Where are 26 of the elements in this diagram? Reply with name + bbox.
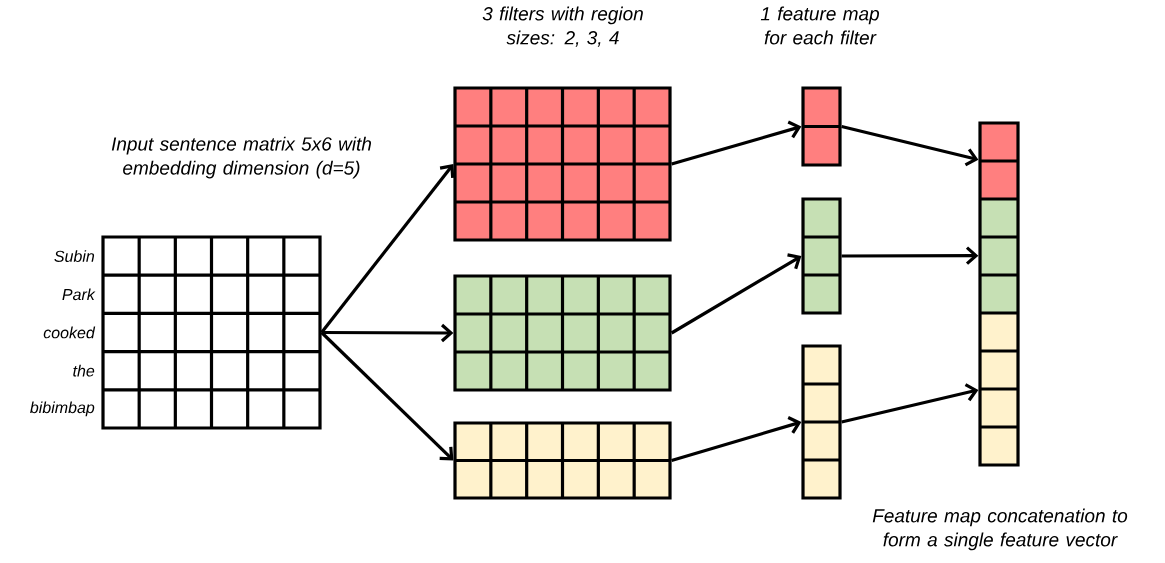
arrow xyxy=(671,416,802,463)
arrow xyxy=(320,164,455,334)
column-heading: 3 filters with region sizes: 2, 3, 4 xyxy=(482,6,643,47)
feature-map xyxy=(801,197,842,315)
row-word: cooked xyxy=(43,326,96,339)
feature-vector xyxy=(978,121,1020,467)
arrow xyxy=(841,246,979,265)
filter-grid xyxy=(453,421,672,500)
arrow xyxy=(841,383,979,424)
arrow xyxy=(670,253,802,335)
column-heading: 1 feature map for each filter xyxy=(760,6,880,45)
row-word: Subin xyxy=(54,250,95,262)
row-word: bibimbap xyxy=(30,401,95,417)
row-word: the xyxy=(73,364,95,377)
arrow xyxy=(320,331,454,461)
arrow xyxy=(841,124,979,167)
row-word: Park xyxy=(62,288,96,301)
word-matrix xyxy=(101,235,322,430)
feature-map xyxy=(801,86,842,167)
vector-caption: Feature map concatenation to form a single feature vector xyxy=(872,508,1128,551)
matrix-caption: Input sentence matrix 5x6 with embedding dimension (d=5) xyxy=(111,136,371,179)
arrow xyxy=(321,323,454,343)
feature-map xyxy=(801,344,842,500)
filter-grid xyxy=(453,274,672,392)
arrow xyxy=(671,120,802,166)
filter-grid xyxy=(453,86,672,242)
